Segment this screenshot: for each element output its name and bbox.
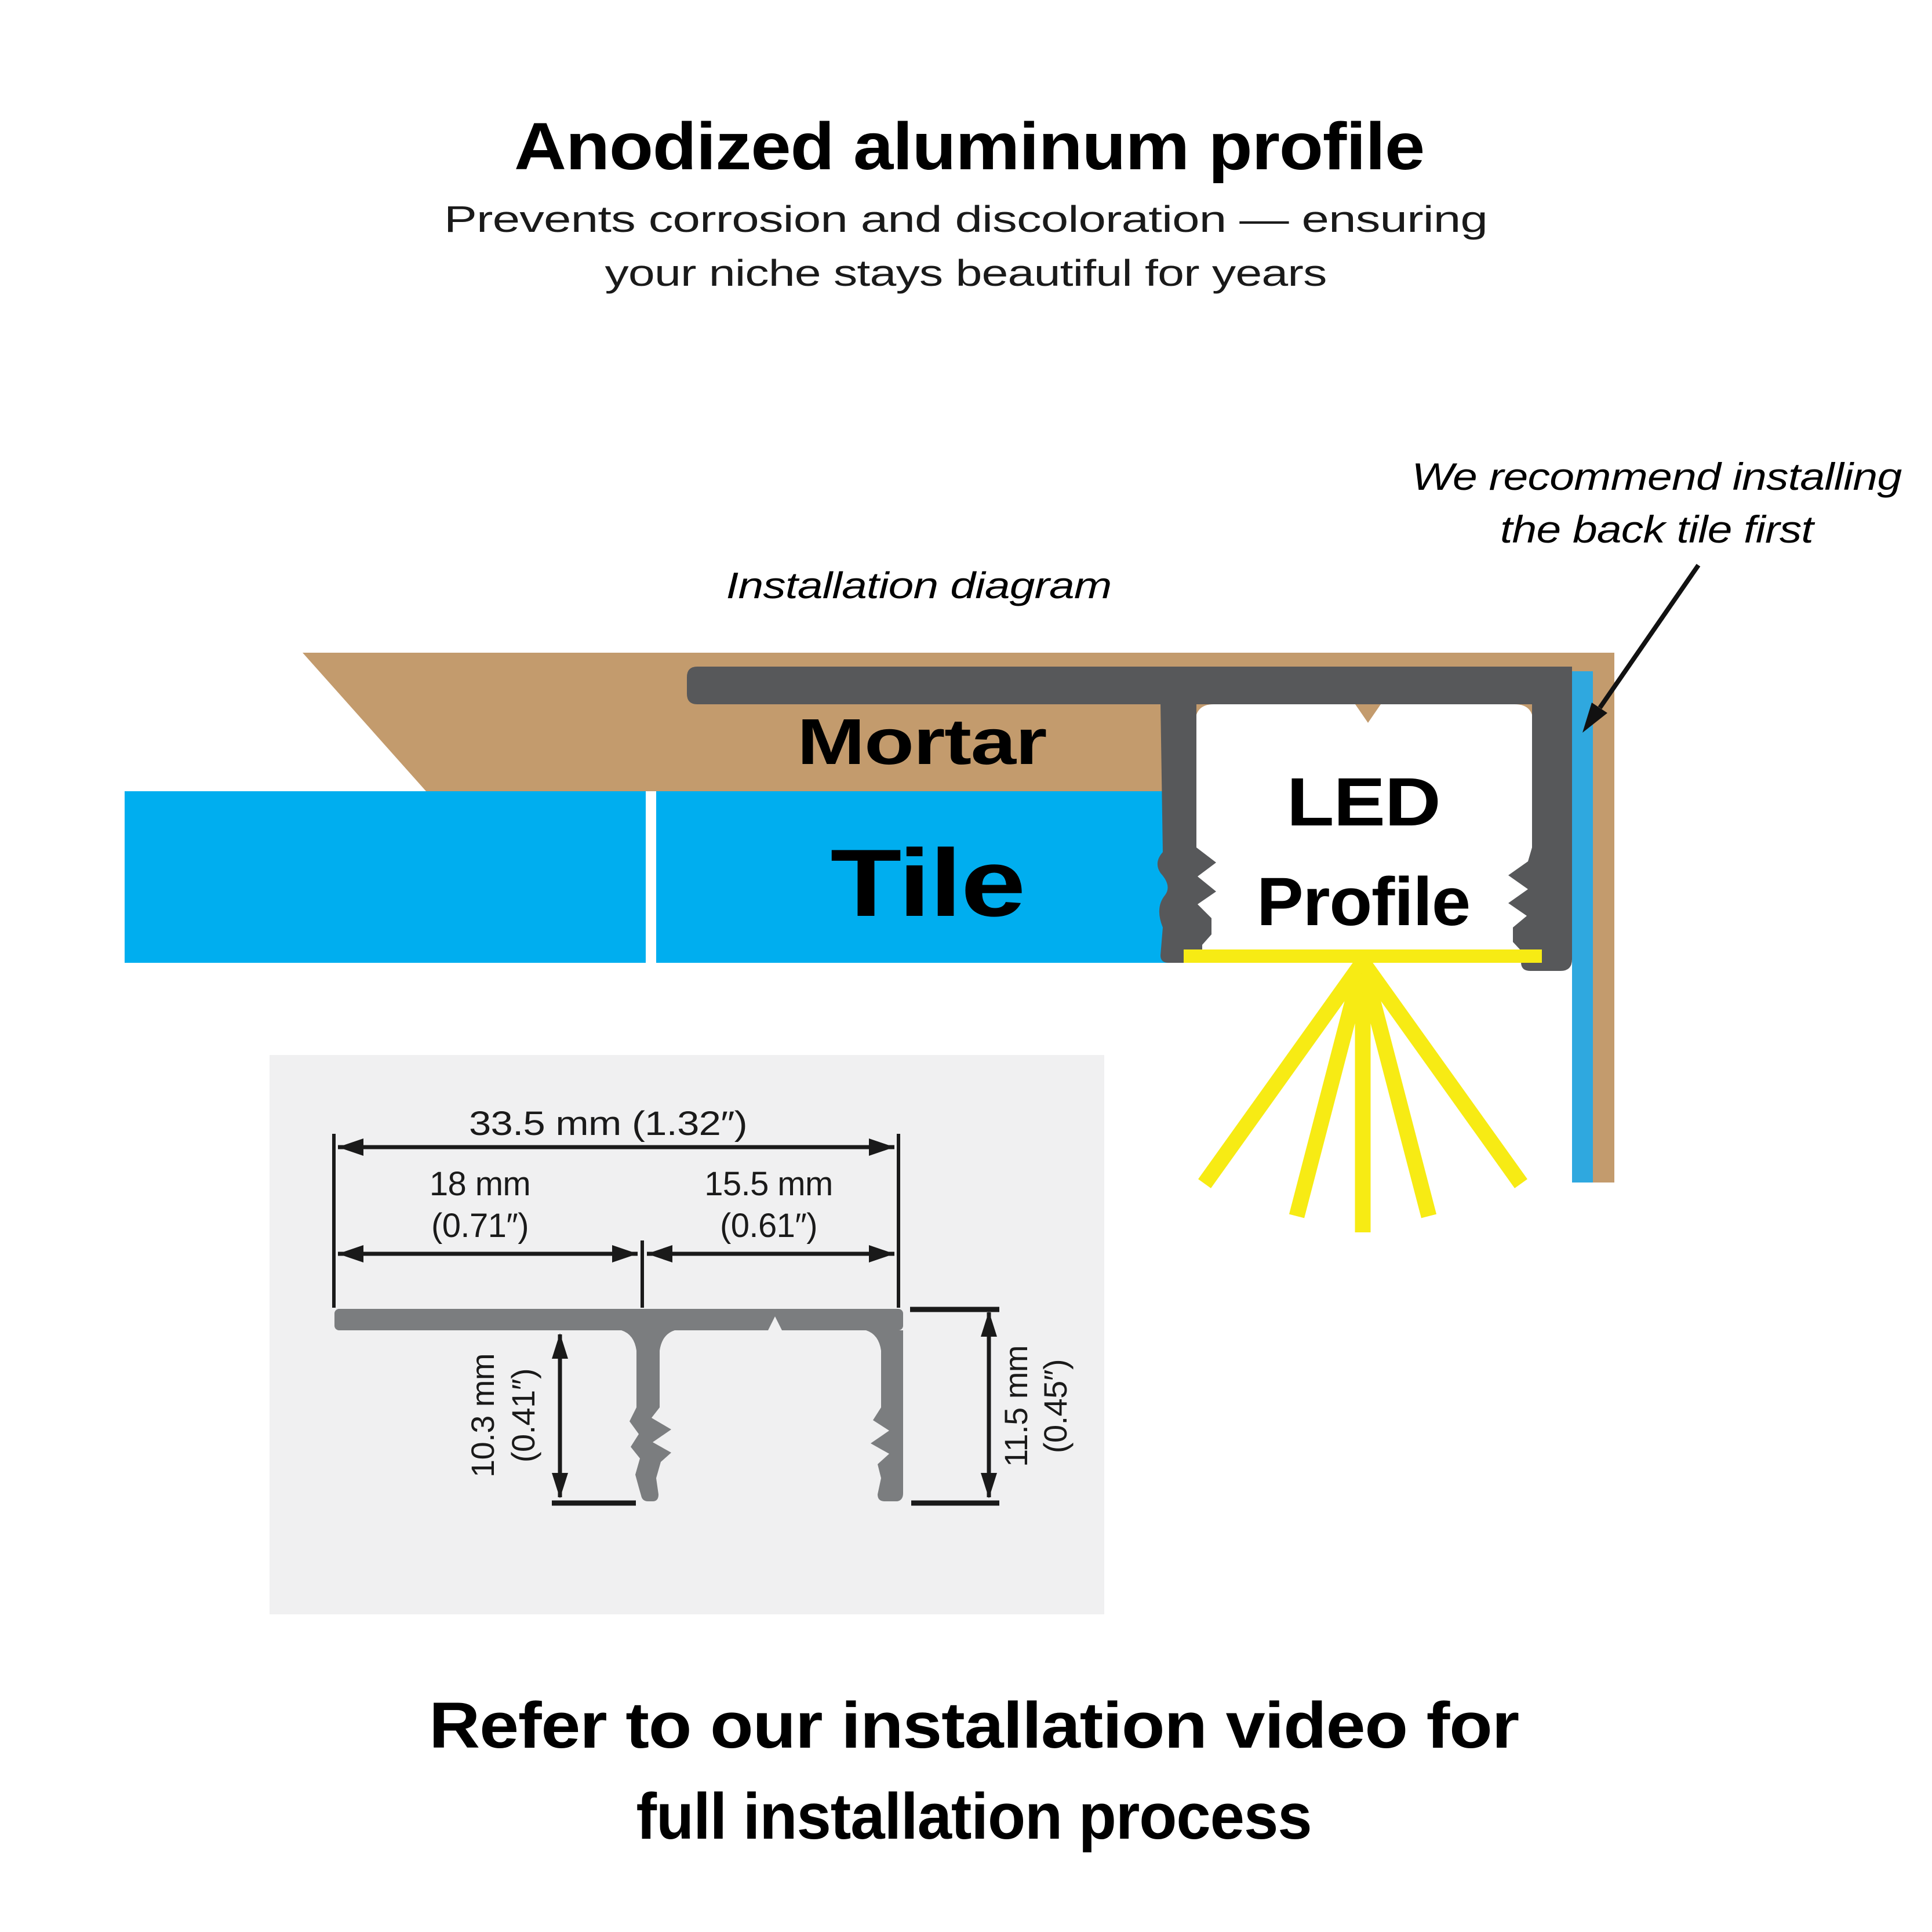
arrowhead	[981, 1311, 997, 1337]
dim-label-left-width-in: (0.71″)	[431, 1207, 529, 1245]
profile-left-leg	[1157, 703, 1216, 963]
subtitle-line-1: Prevents corrosion and discoloration — e…	[444, 198, 1487, 240]
tile-right	[656, 791, 1189, 963]
light-ray	[1355, 960, 1437, 1218]
light-rays	[1198, 958, 1527, 1232]
dim-label-right-width-mm: 15.5 mm	[704, 1165, 833, 1203]
footer-line-1: Refer to our installation video for	[429, 1689, 1519, 1762]
dim-label-height-right-in: (0.45″)	[1037, 1359, 1074, 1453]
tech-flange-notch	[768, 1316, 782, 1330]
note-arrow-head	[1582, 703, 1607, 733]
dimension-arrowheads	[338, 1138, 997, 1498]
profile-flange	[687, 667, 1572, 704]
led-label-line-1: LED	[1287, 764, 1440, 841]
flange-notch	[1355, 704, 1381, 723]
install-diagram: We recommend installing the back tile fi…	[125, 455, 1902, 1232]
dim-label-height-left-mm: 10.3 mm	[464, 1354, 501, 1478]
arrowhead	[338, 1245, 363, 1262]
dim-label-right-width-in: (0.61″)	[720, 1207, 817, 1245]
header-group: Anodized aluminum profile Prevents corro…	[444, 110, 1488, 294]
note-arrow-line	[1598, 563, 1701, 710]
tech-right-leg	[866, 1330, 903, 1501]
light-ray	[1356, 958, 1527, 1188]
tech-middle-leg	[621, 1330, 675, 1501]
mortar-label: Mortar	[797, 705, 1046, 778]
light-ray	[1198, 958, 1369, 1188]
arrowhead	[869, 1138, 894, 1156]
subtitle-line-2: your niche stays beautiful for years	[605, 252, 1327, 294]
arrowhead	[869, 1245, 894, 1262]
footer-line-2: full installation process	[636, 1780, 1312, 1853]
arrowhead	[338, 1138, 363, 1156]
footer-group: Refer to our installation video for full…	[429, 1689, 1519, 1853]
tech-drawing: 33.5 mm (1.32″) 18 mm (0.71″) 15.5 mm (0…	[270, 1055, 1104, 1614]
tech-profile	[334, 1309, 903, 1501]
install-note-line-1: We recommend installing	[1412, 455, 1902, 498]
dim-label-height-right-mm: 11.5 mm	[998, 1345, 1034, 1467]
dimension-lines	[332, 1134, 999, 1506]
install-note-line-2: the back tile first	[1500, 508, 1815, 551]
page-title: Anodized aluminum profile	[514, 110, 1424, 184]
led-cavity	[1195, 704, 1533, 951]
dim-label-total-width: 33.5 mm (1.32″)	[469, 1105, 747, 1143]
back-tile-strip	[1572, 671, 1593, 1183]
diagram-caption: Installation diagram	[726, 565, 1112, 606]
arrowhead	[612, 1245, 638, 1262]
profile-right-leg	[1508, 703, 1572, 971]
arrowhead	[552, 1333, 568, 1359]
dim-label-left-width-mm: 18 mm	[430, 1165, 530, 1203]
tile-left	[125, 791, 646, 963]
note-arrow	[1582, 563, 1701, 733]
dim-label-height-left-in: (0.41″)	[505, 1369, 541, 1462]
arrowhead	[552, 1473, 568, 1498]
tech-flange	[334, 1309, 903, 1330]
led-label-line-2: Profile	[1257, 864, 1470, 940]
led-light-bar	[1184, 949, 1542, 963]
light-ray	[1289, 960, 1371, 1218]
arrowhead	[981, 1473, 997, 1498]
wall-mortar-strip	[1593, 791, 1614, 1183]
tile-label: Tile	[831, 829, 1025, 936]
arrowhead	[647, 1245, 672, 1262]
